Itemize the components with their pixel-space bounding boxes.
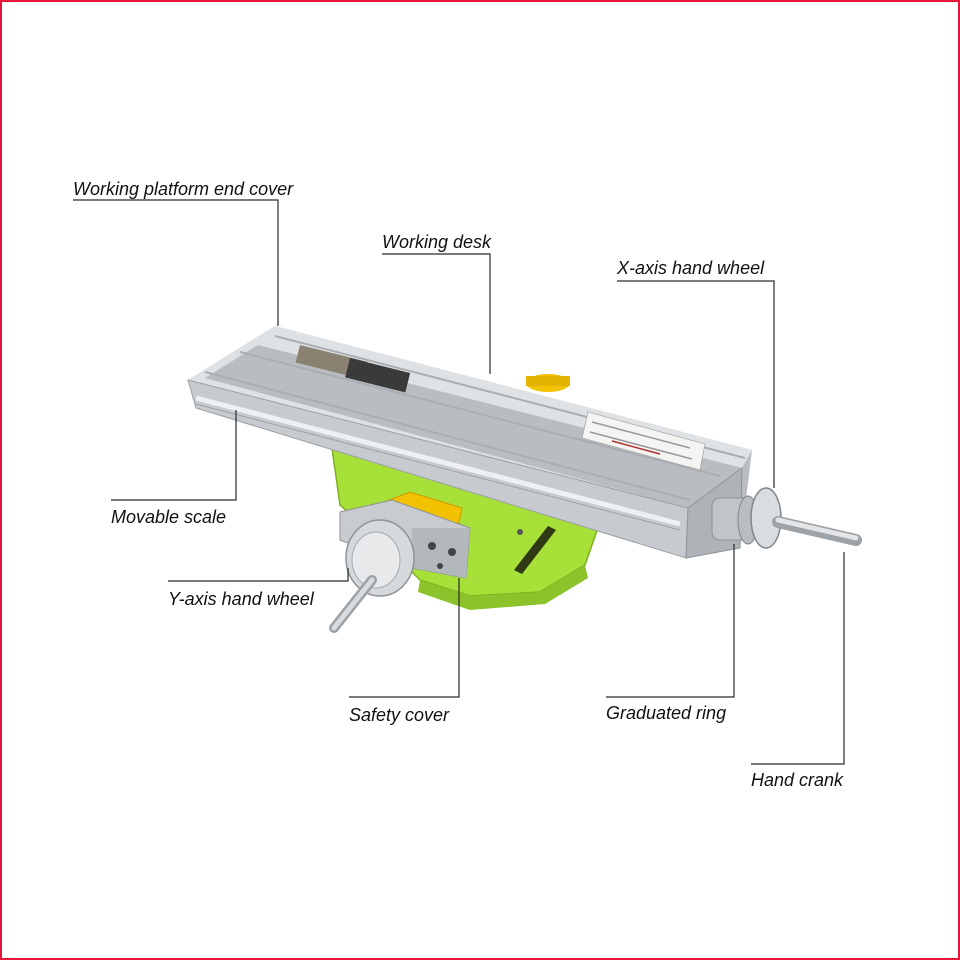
label-working-desk: Working desk <box>382 232 492 252</box>
leader-movable-scale <box>111 410 237 501</box>
x-axis-hand-wheel-assembly <box>711 487 862 549</box>
leader-lines <box>73 199 845 765</box>
movable-scale <box>195 395 681 531</box>
leader-x-axis-hand-wheel <box>617 280 775 488</box>
label-safety-cover: Safety cover <box>349 705 450 725</box>
leader-safety-cover <box>349 578 460 698</box>
leader-y-axis-hand-wheel <box>168 568 349 582</box>
label-working-platform-end-cover: Working platform end cover <box>73 179 294 199</box>
label-hand-crank: Hand crank <box>751 770 844 790</box>
leader-working-desk <box>382 253 491 374</box>
label-x-axis-hand-wheel: X-axis hand wheel <box>617 258 765 278</box>
label-movable-scale: Movable scale <box>111 507 227 527</box>
leader-hand-crank <box>751 552 845 765</box>
leader-graduated-ring <box>606 544 735 698</box>
back-yellow-nut <box>526 374 570 392</box>
leader-end-cover <box>73 199 279 326</box>
y-axis-hand-wheel <box>329 519 415 633</box>
label-y-axis-hand-wheel: Y-axis hand wheel <box>168 589 314 609</box>
label-graduated-ring: Graduated ring <box>606 703 727 723</box>
